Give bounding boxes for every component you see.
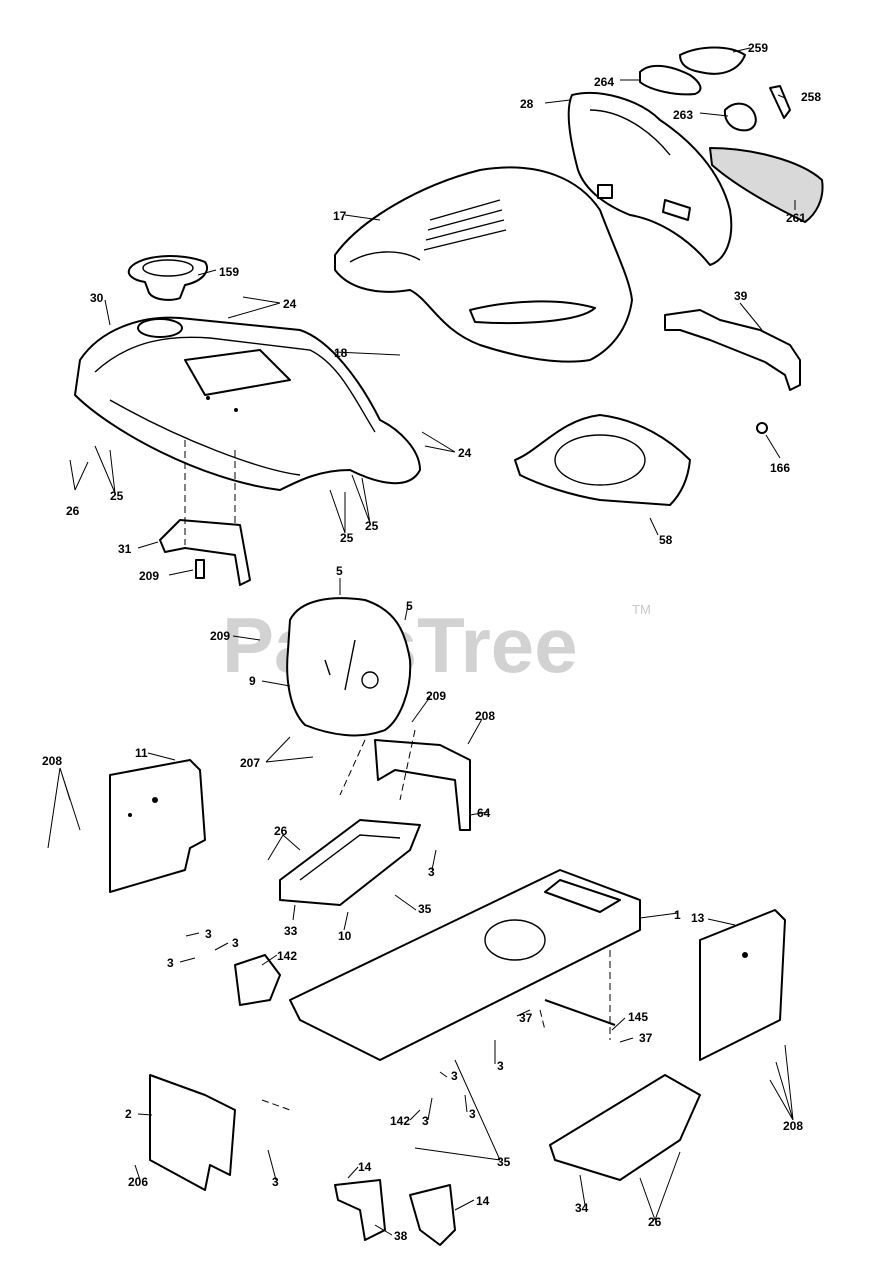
callout-142-lower: 142 [390,1114,410,1128]
left-footrest [279,819,421,906]
hood [334,166,633,363]
seat-cup [127,255,208,301]
callout-263: 263 [673,108,693,122]
hood-bracket [664,309,801,391]
callout-166: 166 [770,461,790,475]
callout-17: 17 [333,209,347,223]
callout-38: 38 [394,1229,408,1243]
callout-26-left: 26 [66,504,80,518]
callout-145: 145 [628,1010,648,1024]
dash-bracket [159,519,251,586]
grille-clip [769,85,791,119]
callout-209-lower: 209 [426,689,446,703]
callout-31: 31 [118,542,132,556]
callout-209-mid: 209 [210,629,230,643]
callout-labels: 259 264 28 258 263 261 17 159 24 30 18 2… [42,41,821,1243]
callout-5-right: 5 [406,599,413,613]
bracket-142-upper [234,954,281,1006]
support-plate [374,739,471,831]
leader-lines [47,47,796,1236]
callout-159: 159 [219,265,239,279]
screw-166 [756,422,768,434]
callout-11: 11 [135,746,148,760]
callout-25-right: 25 [365,519,379,533]
callout-14-left: 14 [358,1160,372,1174]
callout-39: 39 [734,289,748,303]
bolt-209-upper [195,559,205,579]
callout-26-mid: 26 [274,824,288,838]
callout-10: 10 [338,929,352,943]
callout-3-a: 3 [428,865,435,879]
watermark-trademark: TM [632,602,651,617]
hood-support [514,414,691,506]
dash-panel [74,316,421,491]
callout-25-left: 25 [110,489,124,503]
callout-33: 33 [284,924,298,938]
callout-3-h: 3 [422,1114,429,1128]
callout-25-mid: 25 [340,531,354,545]
callout-35-lower: 35 [497,1155,511,1169]
main-frame [289,869,641,1061]
callout-1: 1 [674,908,681,922]
callout-3-g: 3 [469,1107,476,1121]
bracket-38-left [334,1179,386,1241]
callout-258: 258 [801,90,821,104]
callout-264: 264 [594,75,614,89]
callout-24-upper: 24 [283,297,297,311]
callout-2: 2 [125,1107,132,1121]
bracket-38-right [409,1184,456,1246]
callout-3-e: 3 [497,1059,504,1073]
callout-34: 34 [575,1201,589,1215]
callout-35-upper: 35 [418,902,432,916]
callout-261: 261 [786,211,806,225]
callout-26-right: 26 [648,1215,662,1229]
left-side-plate [109,759,206,893]
callout-24-lower: 24 [458,446,472,460]
callout-208-left: 208 [42,754,62,768]
callout-37-right: 37 [639,1031,653,1045]
grille-insert [723,102,757,132]
callout-259: 259 [748,41,768,55]
callout-58: 58 [659,533,673,547]
callout-207: 207 [240,756,260,770]
rod-145 [544,999,616,1026]
callout-208-upper: 208 [475,709,495,723]
grille-frame [567,91,733,266]
callout-206: 206 [128,1175,148,1189]
callout-9: 9 [249,674,256,688]
right-footrest [549,1074,701,1181]
callout-37-left: 37 [519,1011,533,1025]
callout-142-upper: 142 [277,949,297,963]
callout-64: 64 [477,806,491,820]
grille-light-housing [639,64,702,96]
callout-30: 30 [90,291,104,305]
callout-18: 18 [334,346,348,360]
callout-14-right: 14 [476,1194,490,1208]
callout-3-f: 3 [451,1069,458,1083]
grille-emblem [679,46,746,75]
callout-3-b: 3 [205,927,212,941]
callout-3-c: 3 [232,936,239,950]
callout-209-upper: 209 [139,569,159,583]
grille-mesh [709,147,824,223]
callout-13: 13 [691,911,705,925]
dash-support [286,597,412,737]
callout-208-right: 208 [783,1119,803,1133]
callout-3-i: 3 [272,1175,279,1189]
front-plate [149,1074,236,1191]
callout-3-d: 3 [167,956,174,970]
right-side-plate [699,909,786,1061]
callout-5-left: 5 [336,564,343,578]
callout-28: 28 [520,97,534,111]
